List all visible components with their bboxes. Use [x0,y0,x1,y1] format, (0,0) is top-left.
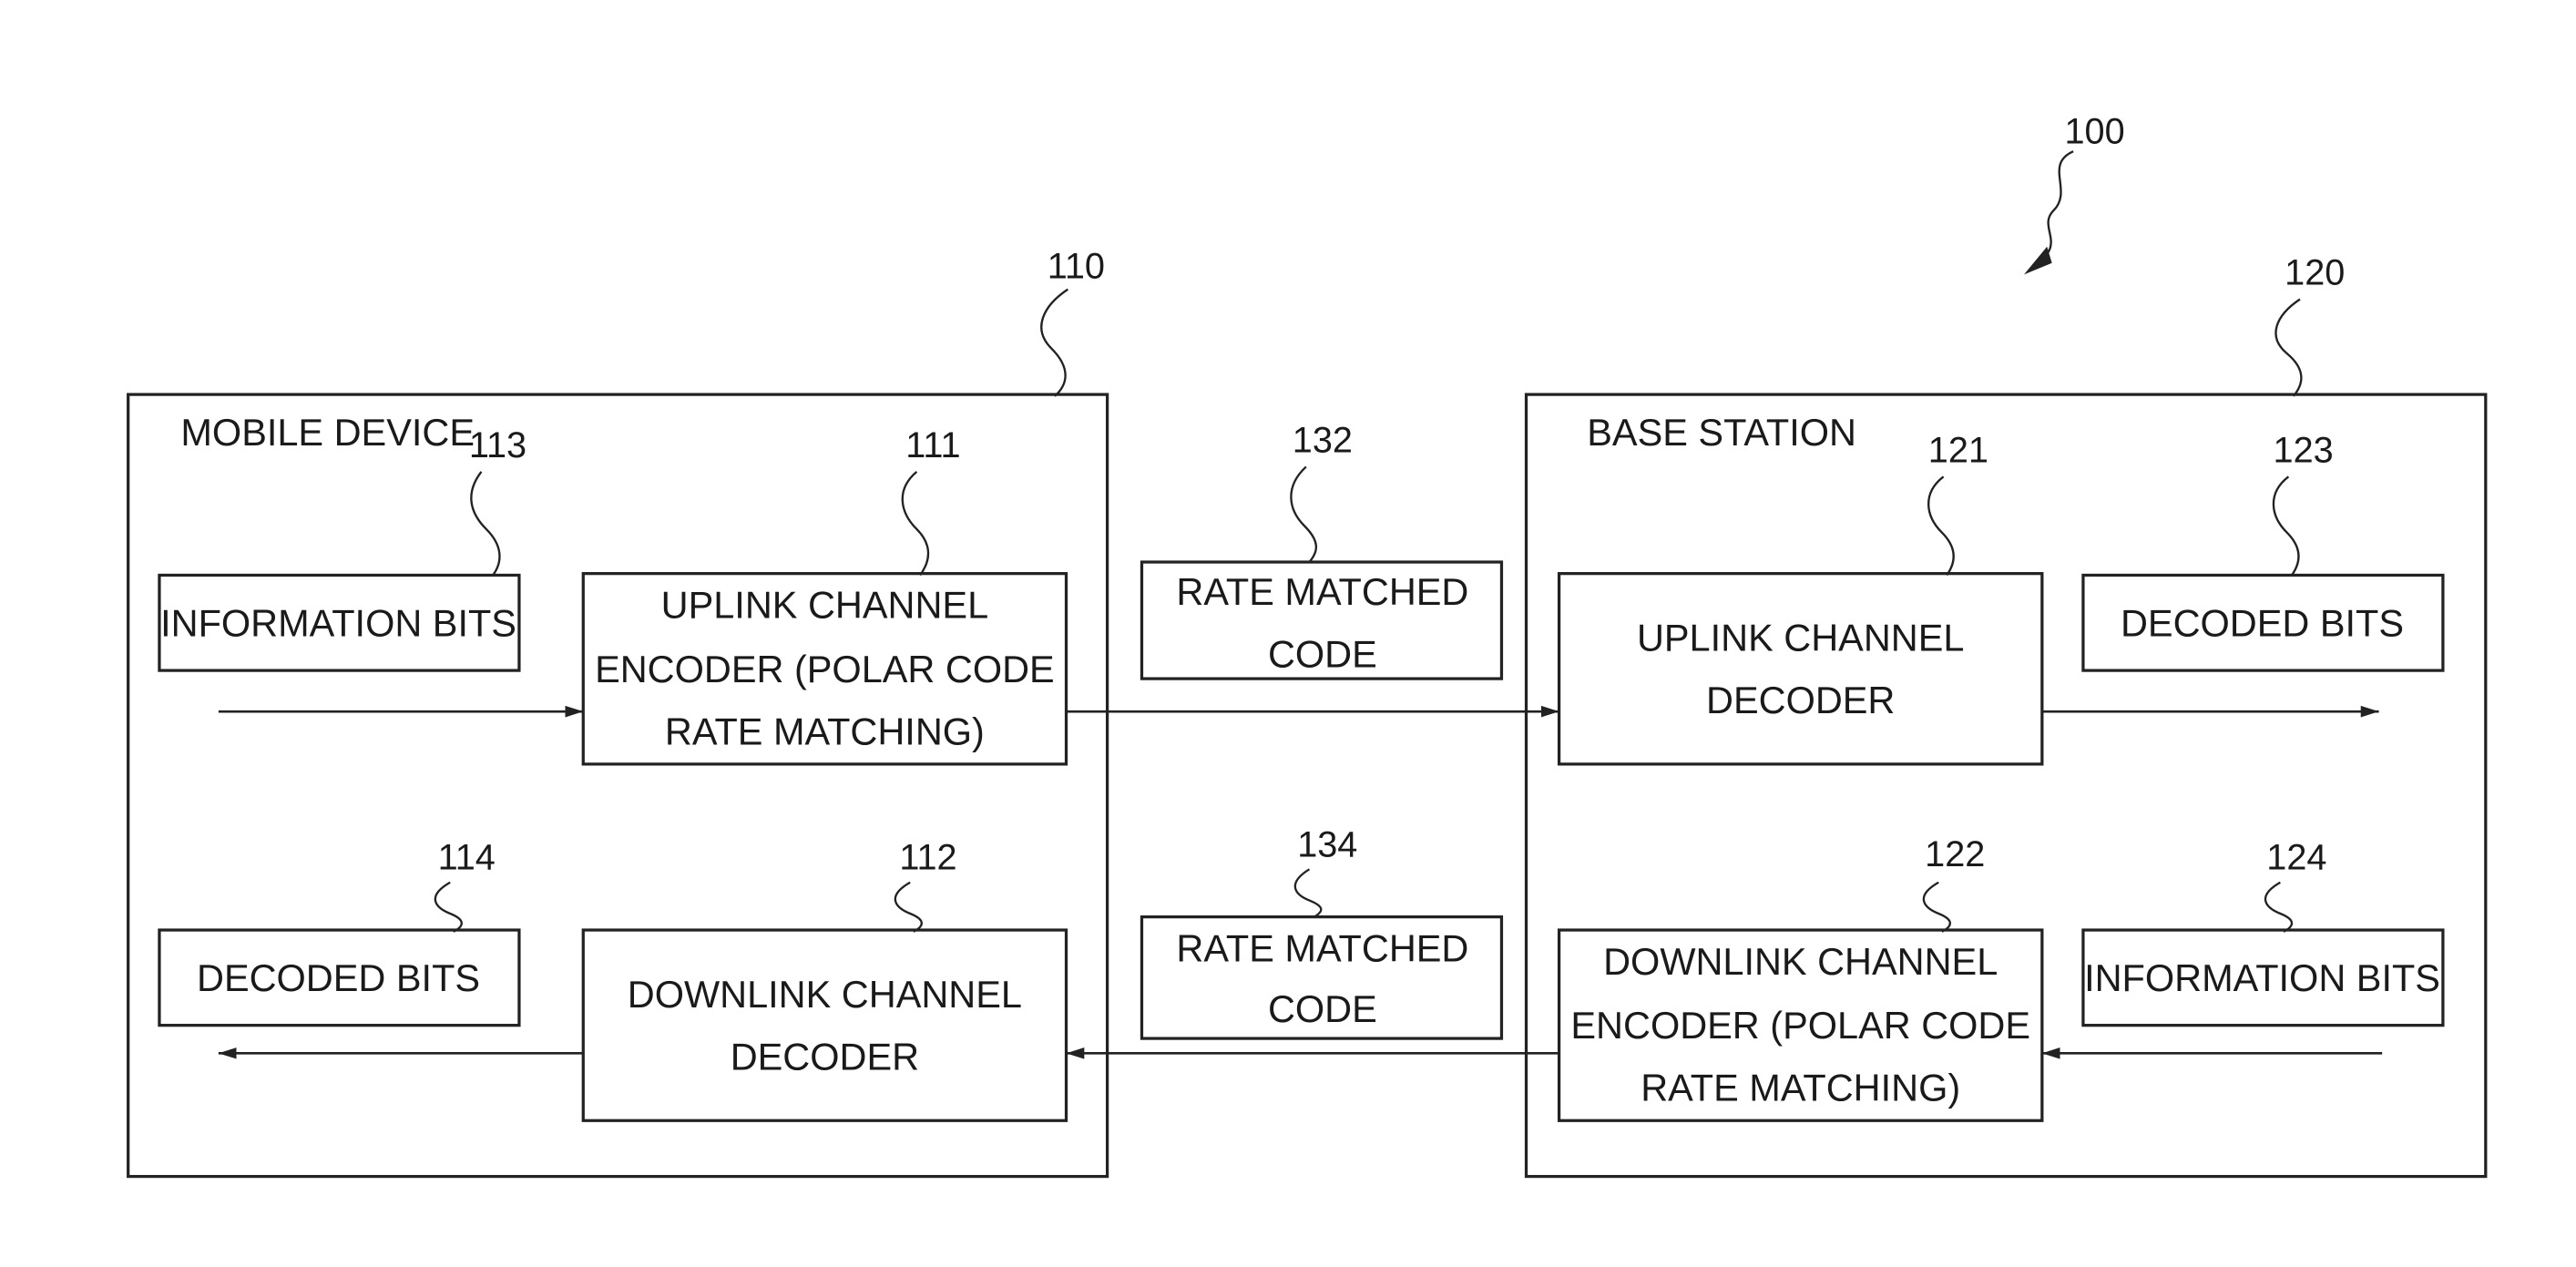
uplink-encoder-ref: 111 [905,425,960,465]
base-information-bits-label: INFORMATION BITS [2084,956,2440,999]
uplink-decoder-leader [1928,476,1954,575]
uplink-rate-matched-code-line-1: RATE MATCHED [1176,570,1468,613]
base-decoded-bits-ref: 123 [2274,430,2334,470]
uplink-rate-matched-code-line-2: CODE [1268,633,1377,676]
downlink-encoder-line-1: DOWNLINK CHANNEL [1603,940,1998,983]
downlink-rate-matched-code-line-1: RATE MATCHED [1176,926,1468,969]
uplink-rate-matched-code-ref: 132 [1293,421,1353,461]
downlink-decoder-ref: 112 [899,838,956,878]
downlink-encoder-ref: 122 [1925,834,1985,874]
figure-ref-100-arrowhead [2024,247,2052,275]
base-information-bits-leader [2265,883,2292,932]
mobile-decoded-bits-leader [435,883,462,932]
uplink-decoder-ref: 121 [1928,430,1988,470]
base-station-title: BASE STATION [1587,411,1856,454]
downlink-decoder-line-1: DOWNLINK CHANNEL [628,973,1022,1016]
downlink-decoder-leader [895,883,922,932]
figure-ref-100: 100 [2064,112,2124,152]
base-decoded-bits-label: DECODED BITS [2121,601,2404,644]
uplink-encoder-line-2: ENCODER (POLAR CODE [595,648,1055,690]
uplink-rate-matched-code-leader [1291,466,1316,562]
downlink-decoder-line-2: DECODER [731,1035,919,1078]
uplink-decoder-box [1559,574,2042,764]
uplink-encoder-leader [903,472,928,576]
downlink-encoder-line-3: RATE MATCHING) [1641,1067,1960,1109]
mobile-device-title: MOBILE DEVICE [180,411,475,454]
mobile-information-bits-label: INFORMATION BITS [160,601,516,644]
base-station-ref: 120 [2285,253,2345,293]
downlink-encoder-line-2: ENCODER (POLAR CODE [1570,1004,2030,1047]
base-decoded-bits-leader [2274,476,2299,575]
figure-ref-100-leader [2037,151,2073,263]
downlink-rate-matched-code-leader [1295,869,1321,916]
mobile-decoded-bits-ref: 114 [438,838,496,878]
mobile-information-bits-ref: 113 [469,425,526,465]
uplink-encoder-line-3: RATE MATCHING) [665,710,985,752]
mobile-information-bits-leader [471,472,499,576]
base-station-ref-leader [2275,299,2301,395]
downlink-decoder-box [583,930,1066,1120]
uplink-encoder-line-1: UPLINK CHANNEL [661,583,989,626]
downlink-rate-matched-code-line-2: CODE [1268,987,1377,1030]
mobile-decoded-bits-label: DECODED BITS [197,956,480,999]
uplink-decoder-line-2: DECODER [1706,679,1895,721]
mobile-device-ref: 110 [1048,246,1105,286]
downlink-rate-matched-code-ref: 134 [1297,824,1357,864]
uplink-decoder-line-1: UPLINK CHANNEL [1637,617,1965,659]
mobile-device-ref-leader [1041,290,1068,396]
base-information-bits-ref: 124 [2266,838,2326,878]
downlink-encoder-leader [1924,883,1950,932]
